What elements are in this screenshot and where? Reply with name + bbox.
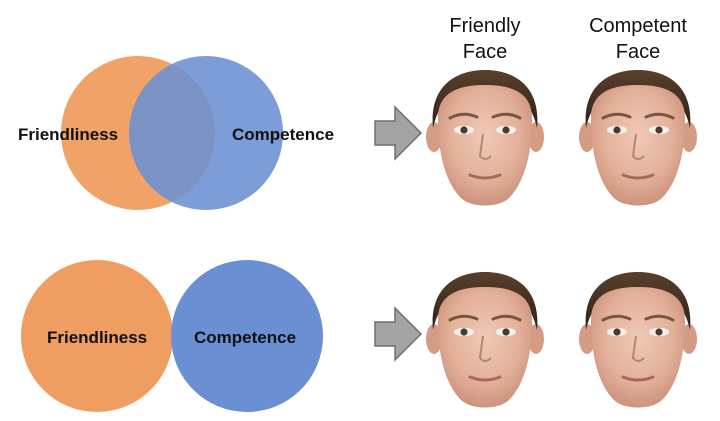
friendliness-label: Friendliness <box>18 125 118 144</box>
right-arrow-icon <box>374 106 422 160</box>
right-arrow-icon <box>374 307 422 361</box>
friendliness-label: Friendliness <box>47 328 147 347</box>
competent-face-header: Face <box>616 41 660 63</box>
friendly-face-header: Face <box>463 41 507 63</box>
friendly-face-header: Friendly <box>449 15 520 37</box>
friendliness-circle <box>21 260 173 412</box>
venn-separate: Friendliness Competence <box>21 260 323 412</box>
venn-overlapping: Friendliness Competence <box>18 56 334 210</box>
competence-label: Competence <box>232 125 334 144</box>
friendly-face-image <box>424 68 546 207</box>
competence-circle <box>171 260 323 412</box>
competent-face-image <box>577 68 699 207</box>
competence-label: Competence <box>194 328 296 347</box>
competence-circle <box>129 56 283 210</box>
competent-face-header: Competent <box>589 15 687 37</box>
friendly-face-image <box>424 270 546 409</box>
competent-face-image <box>577 270 699 409</box>
